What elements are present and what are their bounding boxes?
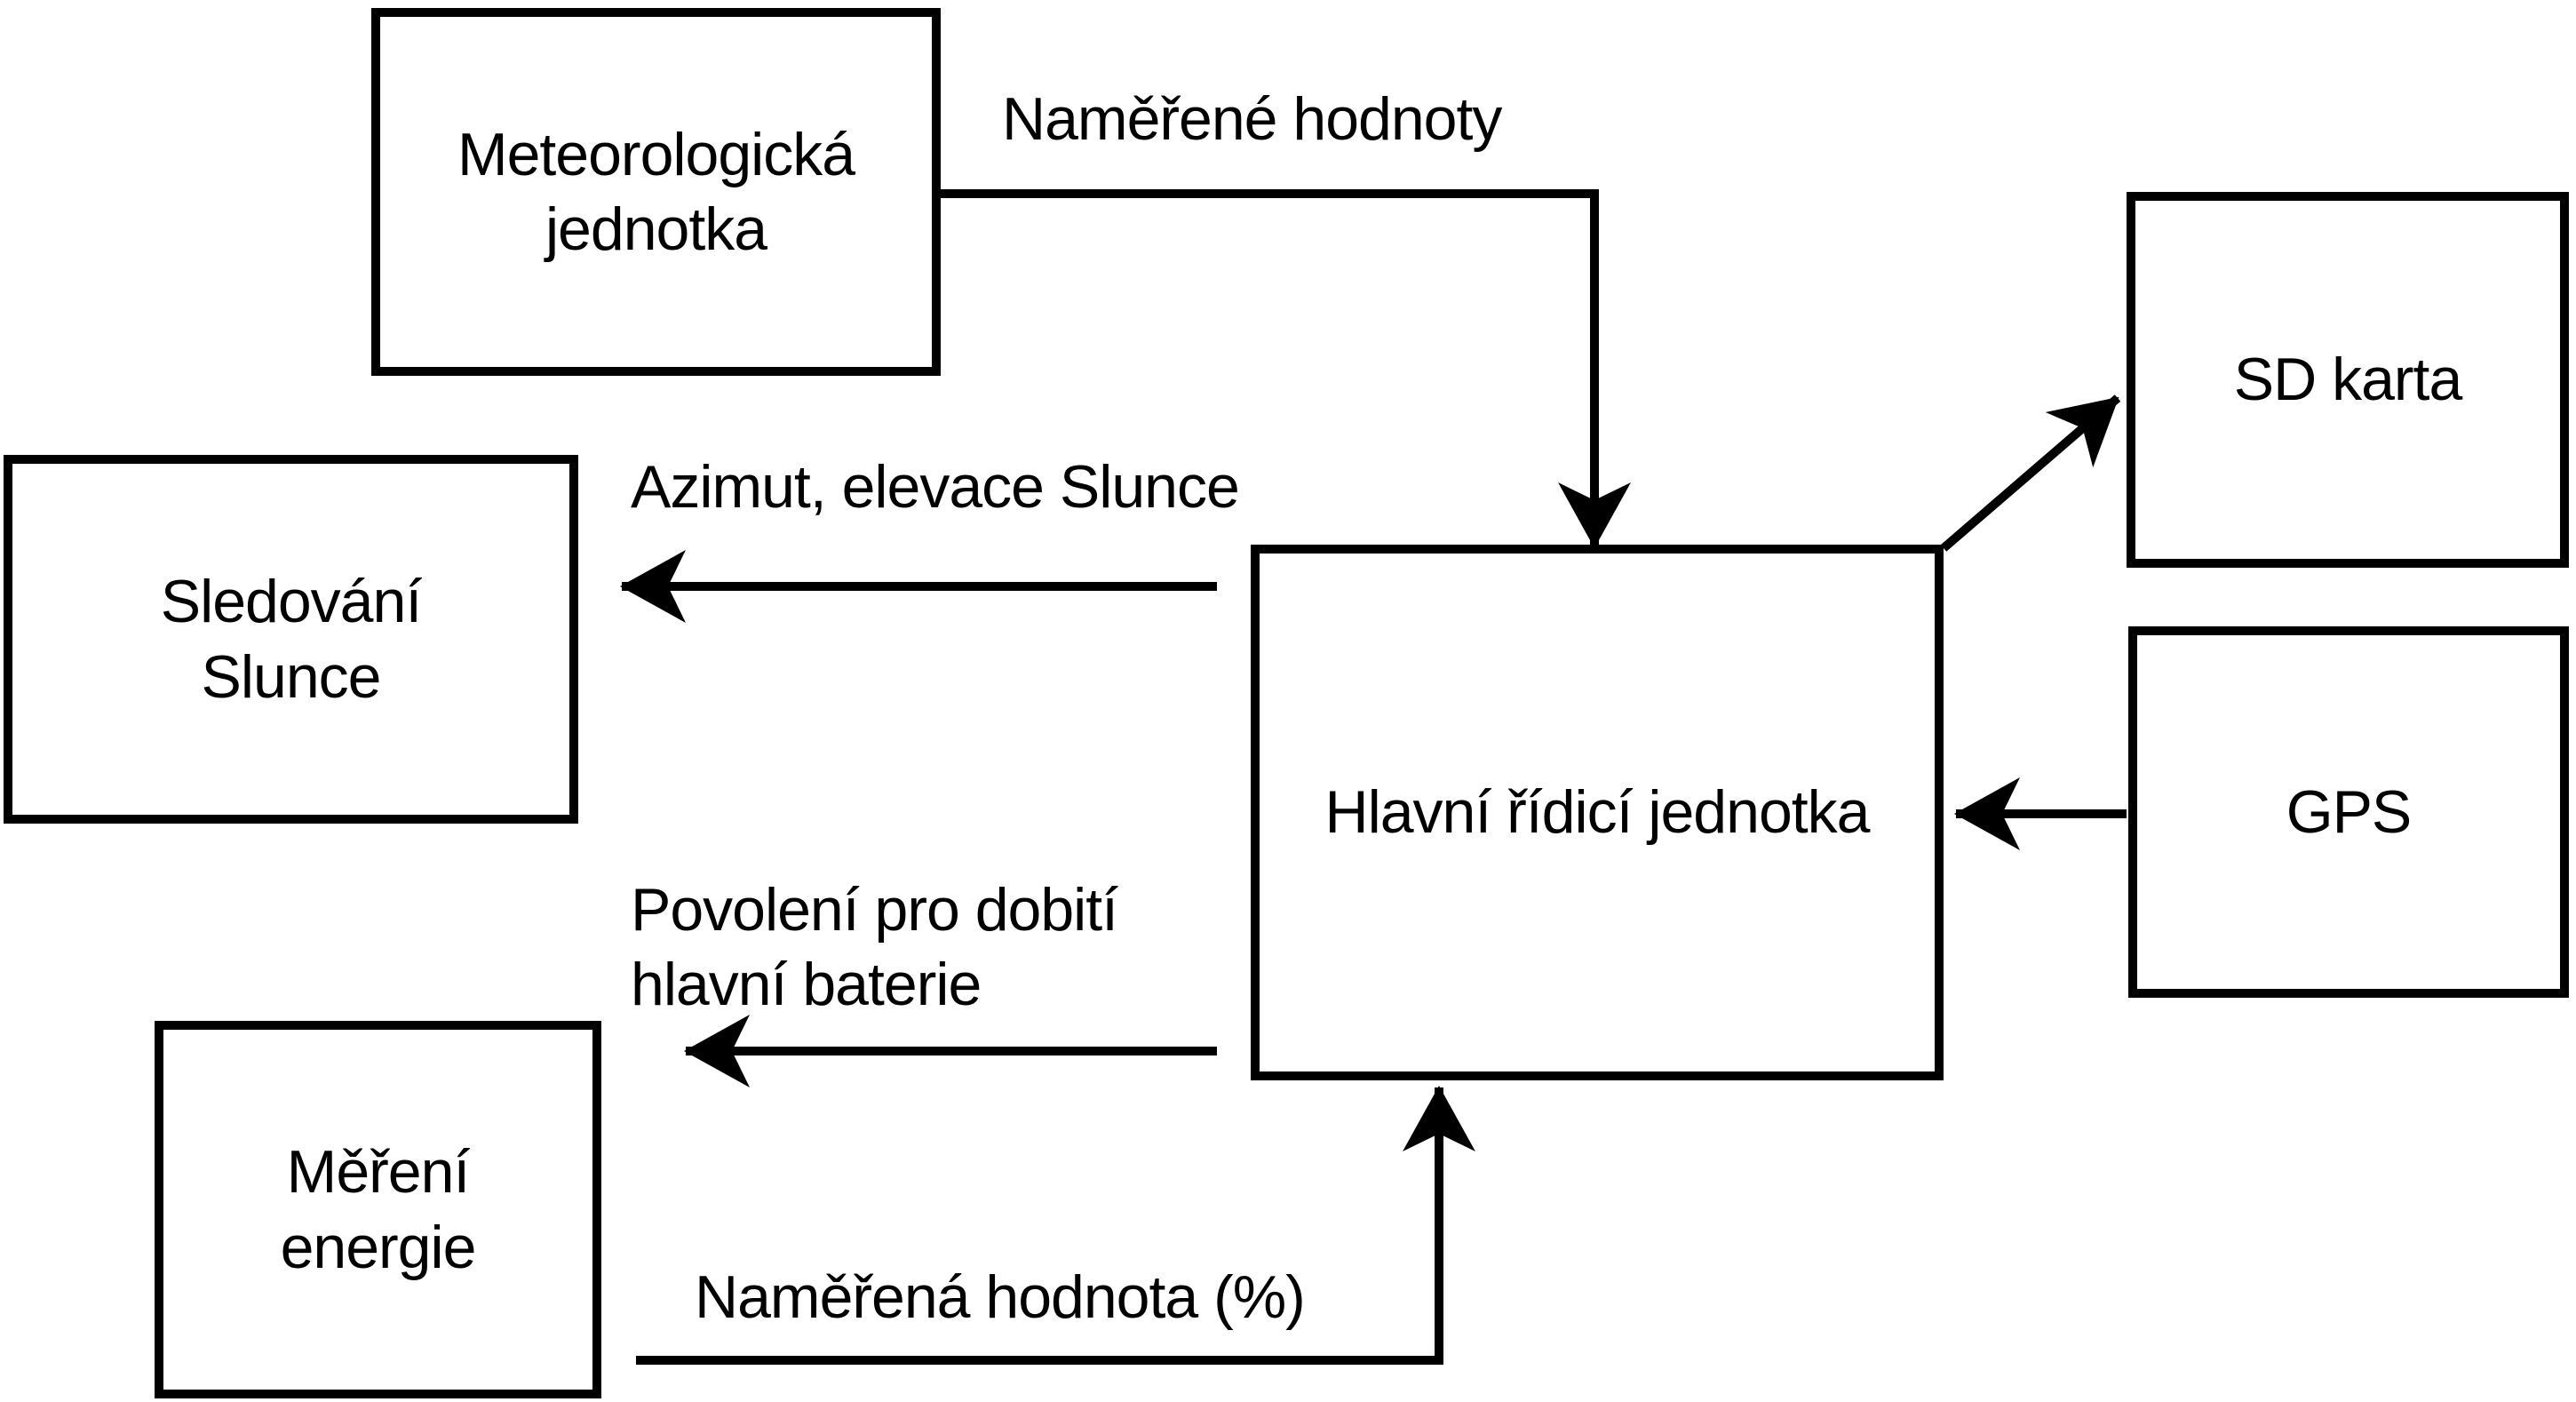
arrow-measured-values — [939, 189, 1631, 548]
sd-card-label: SD karta — [2233, 346, 2463, 414]
energy-measurement-label: Měření energie — [280, 1138, 477, 1281]
gps-label: GPS — [2286, 777, 2413, 846]
box-energy-measurement: Měření energie — [155, 1021, 601, 1398]
box-meteorological-unit: Meteorologická jednotka — [371, 8, 941, 376]
edge-label-measured-percent: Naměřená hodnota (%) — [695, 1263, 1306, 1331]
box-sun-tracking: Sledování Slunce — [4, 455, 578, 824]
edge-label-azimuth-elevation: Azimut, elevace Slunce — [631, 453, 1240, 521]
sun-tracking-label: Sledování Slunce — [160, 568, 422, 711]
main-control-unit-label: Hlavní řídicí jednotka — [1324, 778, 1871, 847]
box-sd-card: SD karta — [2127, 192, 2569, 568]
arrow-measured-percent — [636, 1086, 1475, 1365]
edge-label-charge-permission: Povolení pro dobití hlavní baterie — [631, 876, 1118, 1019]
edge-label-measured-values: Naměřené hodnoty — [1002, 85, 1502, 153]
box-main-control-unit: Hlavní řídicí jednotka — [1251, 545, 1944, 1080]
arrow-main-to-sd — [1940, 394, 2121, 552]
box-gps: GPS — [2128, 626, 2569, 998]
meteorological-unit-label: Meteorologická jednotka — [457, 120, 855, 263]
